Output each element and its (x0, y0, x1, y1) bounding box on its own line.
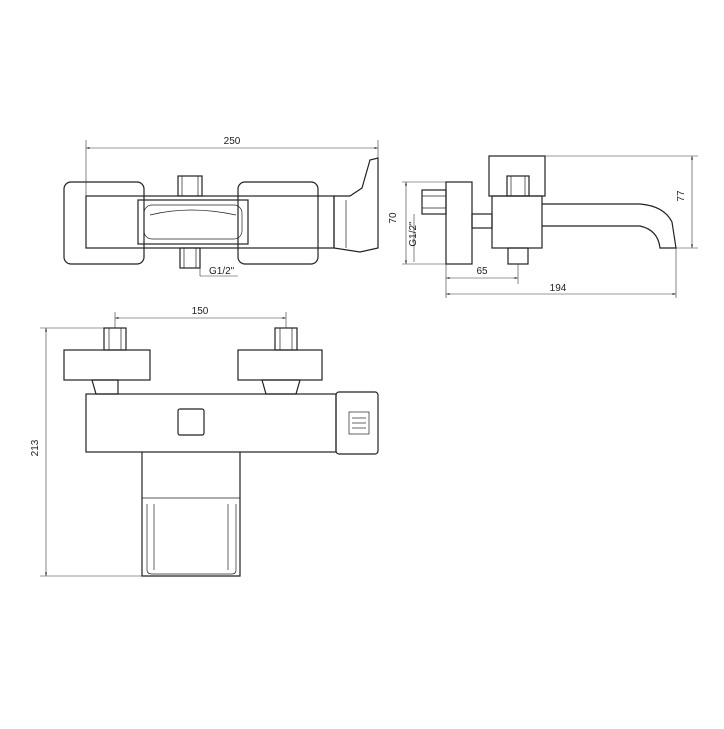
side-top-knob (506, 175, 530, 197)
bottom-inlet-nut (179, 247, 201, 269)
dim-label-top-width: 250 (224, 136, 241, 147)
spout-front-lip (146, 504, 237, 575)
left-escutcheon (63, 181, 145, 265)
front-right-inlet (274, 327, 298, 351)
front-view: 150 213 (30, 306, 379, 577)
wall-plate-side (445, 181, 473, 265)
front-left-inlet (103, 327, 127, 351)
front-left-escutcheon (63, 349, 151, 381)
selector-knob (177, 408, 205, 436)
top-view: 250 G1/2" (63, 136, 379, 277)
side-inlet-nut (421, 189, 447, 215)
front-right-escutcheon (237, 349, 323, 381)
front-right-connector (261, 379, 301, 395)
mixer-body-side (491, 195, 543, 249)
diverter-handle-top (333, 157, 379, 253)
spout-recess (137, 199, 249, 245)
dim-label-side-projection: 77 (676, 190, 687, 202)
handle-logo-box (348, 411, 370, 435)
side-stem (471, 213, 493, 229)
right-escutcheon (237, 181, 319, 265)
front-left-connector (91, 379, 119, 395)
spout-outlet-curve (149, 209, 237, 216)
side-view: 70 G1/2" 77 65 194 (388, 155, 698, 298)
dim-label-side-offset: 65 (476, 266, 488, 277)
top-inlet-nut (177, 175, 203, 197)
front-handle (335, 391, 379, 455)
side-bottom-nut (507, 247, 529, 265)
dim-label-side-height: 70 (388, 212, 399, 224)
dim-label-front-height: 213 (30, 439, 41, 456)
thread-label-side: G1/2" (408, 221, 419, 247)
mixer-body-top (85, 195, 335, 249)
dim-label-side-depth: 194 (550, 283, 567, 294)
spout-side (542, 203, 677, 249)
thread-label-top: G1/2" (209, 266, 235, 277)
dim-label-front-spacing: 150 (192, 306, 209, 317)
spout-outlet (143, 204, 243, 240)
mixer-body-front (85, 393, 337, 453)
spout-front (141, 452, 241, 577)
